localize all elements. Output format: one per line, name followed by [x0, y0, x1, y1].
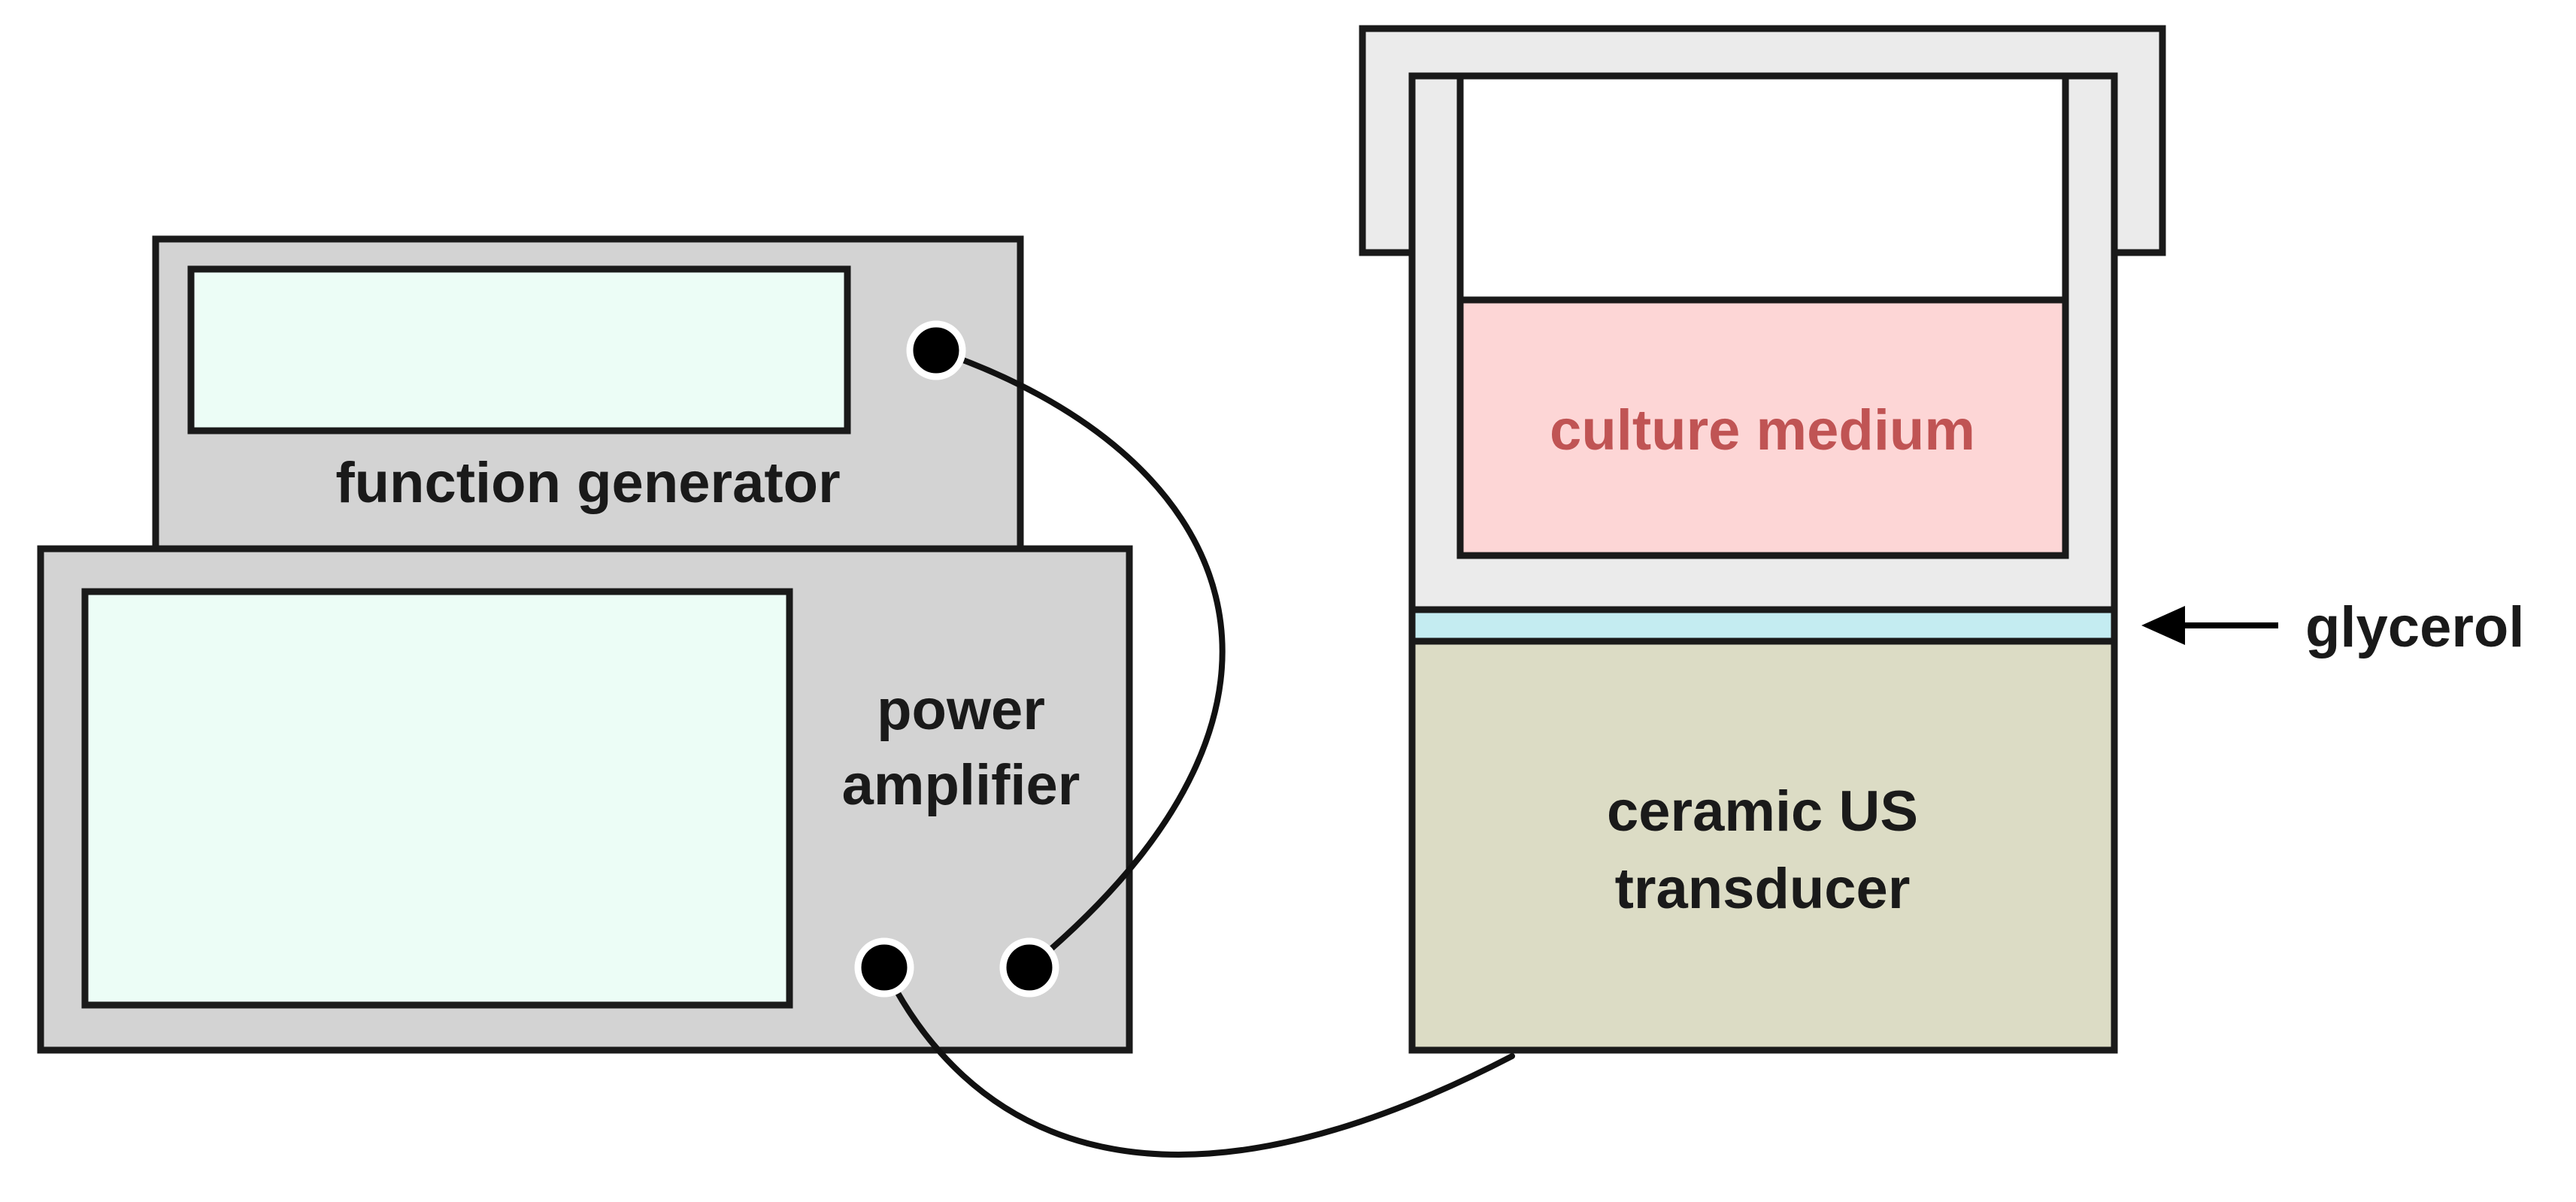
culture-medium-layer — [1456, 296, 2069, 559]
glycerol-layer — [1408, 606, 2118, 645]
transducer-label-line1: ceramic US — [1607, 780, 1918, 843]
function-generator: function generator — [152, 235, 1024, 553]
culture-medium-label: culture medium — [1550, 398, 1975, 462]
cable-amplifier-to-transducer — [881, 964, 1515, 1158]
culture-well: culture medium — [1359, 25, 2166, 613]
function-generator-screen — [187, 265, 851, 434]
power-amplifier-screen — [81, 588, 793, 1009]
glycerol-label: glycerol — [2305, 595, 2524, 659]
power-amplifier-label-line2: amplifier — [842, 753, 1080, 817]
ceramic-us-transducer: ceramic US transducer — [1408, 637, 2118, 1054]
glycerol-arrowhead — [2141, 606, 2185, 645]
power-amplifier-input-terminal — [999, 937, 1059, 998]
power-amplifier-label-line1: power — [877, 678, 1045, 742]
power-amplifier-output-terminal — [854, 937, 914, 998]
transducer-body — [1408, 637, 2118, 1054]
function-generator-label: function generator — [335, 451, 840, 515]
transducer-label-line2: transducer — [1615, 857, 1911, 921]
glycerol-pointer: glycerol — [2141, 595, 2524, 659]
function-generator-output-terminal — [906, 320, 966, 380]
cable-generator-to-amplifier — [933, 347, 1226, 970]
power-amplifier: power amplifier — [37, 545, 1133, 1054]
well-inner-empty — [1456, 72, 2069, 304]
